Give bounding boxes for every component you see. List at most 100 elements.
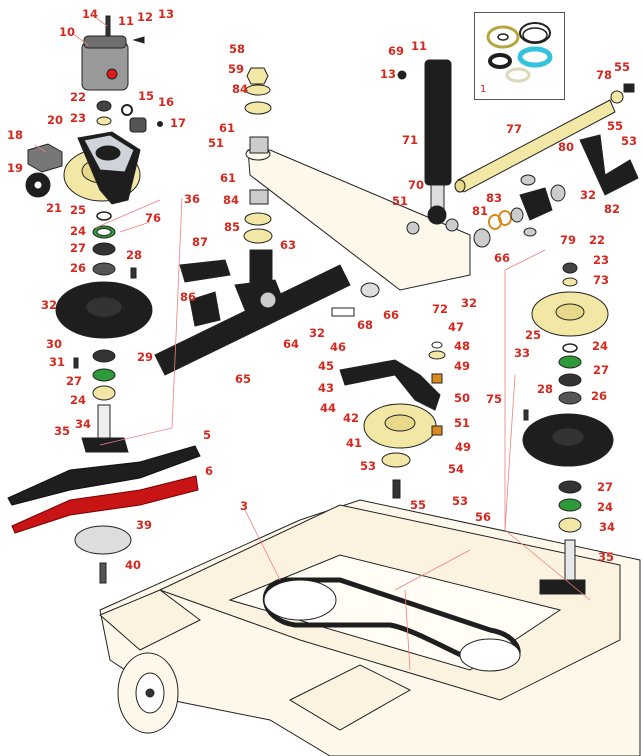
callout-55: 55 — [410, 498, 427, 512]
callout-84: 84 — [232, 82, 249, 96]
callout-20: 20 — [47, 113, 64, 127]
callout-46: 46 — [330, 340, 347, 354]
callout-14: 14 — [82, 7, 99, 21]
motor-nut-washer — [96, 100, 112, 126]
callout-41: 41 — [346, 436, 363, 450]
callout-43: 43 — [318, 381, 335, 395]
callout-19: 19 — [7, 161, 24, 175]
callout-23-right: 23 — [593, 253, 610, 267]
callout-66-block: 66 — [494, 251, 511, 265]
callout-77: 77 — [506, 122, 523, 136]
callout-55-tube: 55 — [614, 60, 631, 74]
callout-42: 42 — [343, 411, 360, 425]
callout-40: 40 — [125, 558, 142, 572]
callout-35-right: 35 — [598, 550, 615, 564]
callout-25: 25 — [70, 203, 87, 217]
callout-61-lower: 61 — [220, 171, 237, 185]
mower-deck — [99, 499, 641, 756]
spindle-stack-left — [55, 211, 153, 453]
callout-47: 47 — [448, 320, 465, 334]
callout-59: 59 — [228, 62, 245, 76]
callout-30: 30 — [46, 337, 63, 351]
callout-49: 49 — [454, 359, 471, 373]
callout-31: 31 — [49, 355, 66, 369]
callout-53-lower: 53 — [452, 494, 469, 508]
callout-27-lower: 27 — [66, 374, 83, 388]
callout-32: 32 — [41, 298, 58, 312]
callout-3: 3 — [240, 499, 249, 513]
callout-84-lower: 84 — [223, 193, 240, 207]
callout-28: 28 — [126, 248, 143, 262]
elbow-fitting — [121, 104, 163, 133]
hydraulic-cylinder — [397, 59, 459, 235]
leader-lines — [34, 16, 591, 671]
callout-85: 85 — [224, 220, 241, 234]
coupler — [25, 143, 63, 198]
callout-78: 78 — [596, 68, 613, 82]
seal-kit-illustration — [486, 22, 553, 83]
callout-65: 65 — [235, 372, 252, 386]
callout-27-right-lower: 27 — [597, 480, 614, 494]
callout-70: 70 — [408, 178, 425, 192]
callout-6: 6 — [205, 464, 214, 478]
callout-29: 29 — [137, 350, 154, 364]
callout-58: 58 — [229, 42, 246, 56]
callout-22: 22 — [70, 90, 87, 104]
callout-35: 35 — [54, 424, 71, 438]
callout-50: 50 — [454, 391, 471, 405]
callout-27: 27 — [70, 241, 87, 255]
pivot-block — [473, 174, 566, 248]
callout-32-frame: 32 — [309, 326, 326, 340]
callout-55-bracket: 55 — [607, 119, 624, 133]
kit-callout: 1 — [480, 84, 487, 95]
callout-33: 33 — [514, 346, 531, 360]
pivot-tube — [454, 83, 635, 193]
callout-21: 21 — [46, 201, 63, 215]
idler-assembly — [339, 341, 446, 499]
callout-83: 83 — [486, 191, 503, 205]
callout-72: 72 — [432, 302, 449, 316]
pulley-opening-left — [263, 579, 337, 621]
callout-51-idler: 51 — [454, 416, 471, 430]
callout-24-lower: 24 — [70, 393, 87, 407]
caster-wheel — [117, 652, 179, 734]
spindle-stack-right — [522, 262, 614, 533]
callout-48: 48 — [454, 339, 471, 353]
callout-24-right-lower: 24 — [597, 500, 614, 514]
blade-red — [11, 475, 199, 534]
callout-63: 63 — [280, 238, 297, 252]
callout-61: 61 — [219, 121, 236, 135]
pivot-hardware — [243, 67, 273, 244]
callout-56: 56 — [475, 510, 492, 524]
callout-24-right: 24 — [592, 339, 609, 353]
spindle-pulley-left — [63, 131, 141, 205]
blade-black — [7, 445, 201, 506]
callout-34: 34 — [75, 417, 92, 431]
callout-11: 11 — [118, 14, 135, 28]
callout-36: 36 — [184, 192, 201, 206]
callout-18: 18 — [7, 128, 24, 142]
callout-25-right: 25 — [525, 328, 542, 342]
callout-79: 79 — [560, 233, 577, 247]
callout-13: 13 — [158, 7, 175, 21]
callout-51: 51 — [208, 136, 225, 150]
callout-26: 26 — [70, 261, 87, 275]
seal-kit-inset: 1 — [474, 12, 565, 100]
callout-87: 87 — [192, 235, 209, 249]
callout-64: 64 — [283, 337, 300, 351]
callout-16: 16 — [158, 95, 175, 109]
callout-23: 23 — [70, 111, 87, 125]
callout-86: 86 — [180, 290, 197, 304]
callout-39: 39 — [136, 518, 153, 532]
blade-washer — [74, 525, 132, 555]
callout-49-lower: 49 — [455, 440, 472, 454]
deck-frame — [154, 249, 380, 376]
callout-34-right: 34 — [599, 520, 616, 534]
callout-53-bracket: 53 — [621, 134, 638, 148]
callout-10: 10 — [59, 25, 76, 39]
callout-44: 44 — [320, 401, 337, 415]
mount-bracket — [579, 134, 639, 196]
hydraulic-motor — [81, 15, 145, 91]
callout-17: 17 — [170, 116, 187, 130]
